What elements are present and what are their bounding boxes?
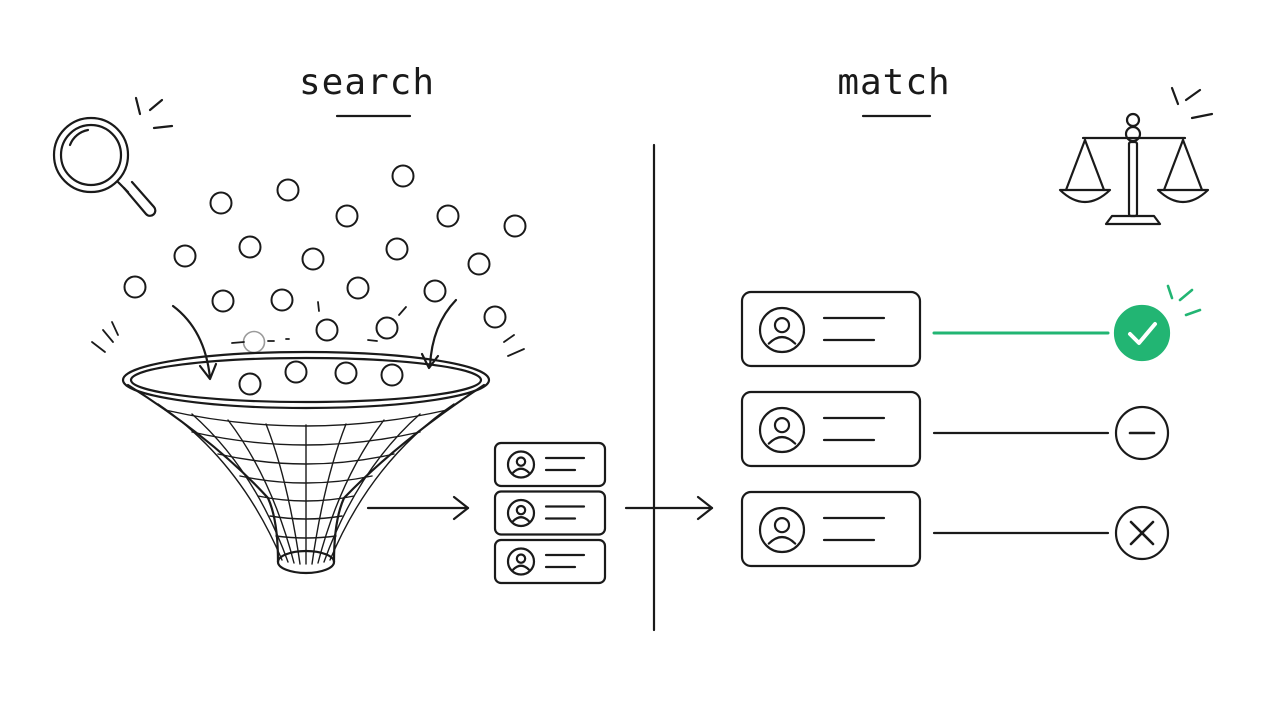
candidate-dot [385,237,409,261]
candidate-dot [334,361,358,385]
user-icon [758,306,806,354]
candidate-dot [315,318,339,342]
user-icon [758,506,806,554]
candidate-dot [335,204,359,228]
candidate-dot [436,204,460,228]
funnel-icon [121,350,491,575]
candidate-dot [211,289,235,313]
candidate-dot [375,316,399,340]
candidate-dot [503,214,527,238]
candidate-dot [270,288,294,312]
candidate-row-match [740,284,1202,368]
candidate-dot [346,276,370,300]
candidate-dots [123,164,527,396]
candidate-dot [301,247,325,271]
candidate-dot [284,360,308,384]
user-icon [506,547,536,576]
candidate-dot [380,363,404,387]
minus-circle-icon [1114,405,1170,461]
balance-scale-icon [1058,86,1214,226]
search-label: search [298,62,436,103]
candidate-dot [209,191,233,215]
curved-arrow-right [420,298,458,370]
candidate-dot [467,252,491,276]
candidate-dot [238,372,262,396]
candidate-dot [123,275,147,299]
magnifier-icon [52,96,174,217]
candidate-dot [276,178,300,202]
highlight-ticks [1166,284,1202,317]
shortlist-card [493,538,607,585]
candidate-dot [483,305,507,329]
candidate-dot [238,235,262,259]
candidate-row-reject [740,490,1170,568]
candidate-list [740,284,1202,568]
candidate-card [740,390,922,468]
candidate-dot [391,164,415,188]
x-circle-icon [1114,505,1170,561]
match-label: match [837,62,951,103]
shortlist-card [493,490,607,536]
user-icon [506,450,536,479]
candidate-dot [173,244,197,268]
candidate-dot [242,330,266,354]
candidate-dot [423,279,447,303]
user-icon [758,406,806,454]
user-icon [506,498,536,528]
shortlist-card [493,441,607,488]
check-circle-icon [1113,304,1171,362]
arrow-to-shortlist [366,495,470,521]
motion-ticks [91,301,525,357]
arrow-to-match [624,495,714,521]
curved-arrow-left [171,304,218,381]
candidate-card [740,290,922,368]
candidate-card [740,490,922,568]
shortlist-stack [493,441,607,585]
candidate-row-neutral [740,390,1170,468]
